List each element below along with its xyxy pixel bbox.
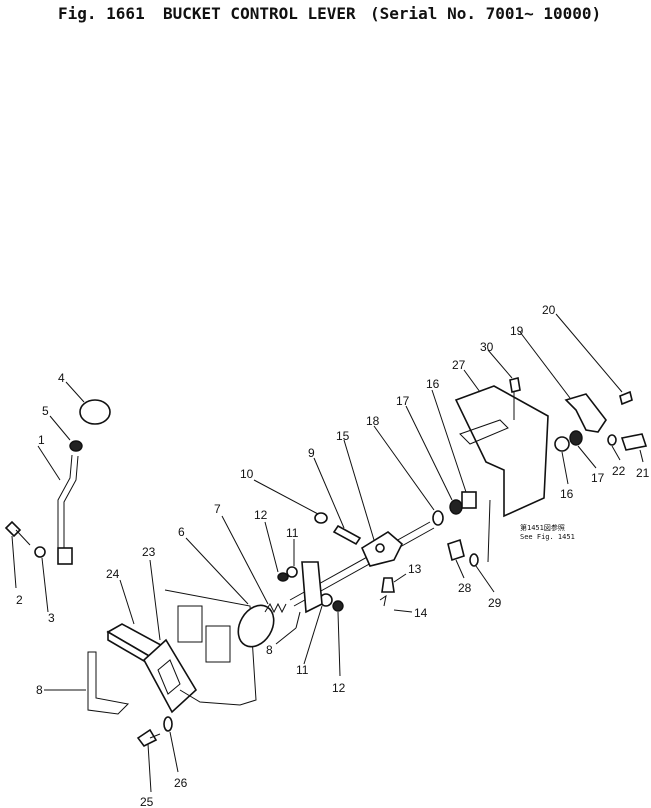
washer (34, 546, 46, 558)
bolt-head (4, 520, 22, 538)
grease-fitting (314, 512, 328, 524)
callout-28: 28 (458, 581, 472, 595)
nut-11-upper (286, 566, 298, 578)
lever-clevis (57, 547, 73, 565)
ring-17-right (569, 430, 583, 446)
washer-26 (163, 716, 173, 732)
callout-labels: 1 2 3 4 5 6 7 8 8 9 10 11 11 12 12 13 14… (16, 303, 650, 808)
callout-5: 5 (42, 404, 49, 418)
callout-19: 19 (510, 324, 524, 338)
cotter-pin (379, 594, 387, 607)
nut (69, 440, 83, 452)
callout-22: 22 (612, 464, 626, 478)
nut-12-upper (277, 572, 289, 582)
leader-lines (11, 313, 644, 793)
seal-boot (142, 638, 198, 714)
pin (332, 524, 362, 546)
callout-11-upper: 11 (286, 526, 299, 540)
callout-16-upper: 16 (426, 377, 440, 391)
nut-12-lower (332, 600, 344, 612)
callout-27: 27 (452, 358, 466, 372)
bushing-16 (461, 491, 477, 509)
ring-17 (449, 499, 463, 515)
callout-4: 4 (58, 371, 65, 385)
washer-29 (469, 553, 479, 567)
callout-9: 9 (308, 446, 315, 460)
seal-slot (157, 659, 181, 695)
bolt-25 (136, 728, 158, 748)
bolt-25-shank (149, 733, 161, 739)
bolt-shank (15, 529, 31, 546)
arm-19 (564, 393, 607, 433)
figure-title: Fig. 1661 BUCKET CONTROL LEVER (Serial N… (0, 0, 651, 26)
callout-23: 23 (142, 545, 156, 559)
mounting-bracket (454, 385, 549, 518)
callout-12-lower: 12 (332, 681, 346, 695)
callout-21: 21 (636, 466, 650, 480)
control-lever (57, 454, 79, 561)
bolt-28 (447, 538, 465, 562)
callout-1: 1 (38, 433, 45, 447)
callout-17-right: 17 (591, 471, 605, 485)
yoke-lever (301, 561, 323, 614)
bushing-16-right (554, 436, 570, 452)
parts-drawing (4, 377, 648, 748)
callout-16-right: 16 (560, 487, 574, 501)
spring (264, 602, 287, 614)
floor-panel (164, 589, 257, 706)
serial-range: (Serial No. 7001~ 10000) (370, 4, 602, 23)
callout-12-upper: 12 (254, 508, 268, 522)
figure-name: BUCKET CONTROL LEVER (163, 4, 356, 23)
callout-30: 30 (480, 340, 494, 354)
callout-13: 13 (408, 562, 422, 576)
limit-switch (509, 377, 521, 393)
dust-disc (237, 604, 275, 648)
callout-3: 3 (48, 611, 55, 625)
note-line-1: 第1451図参照 (520, 523, 565, 532)
note-line-2: See Fig. 1451 (520, 533, 575, 541)
panel-hole-1 (177, 605, 203, 643)
cap-20 (619, 390, 633, 406)
callout-11-lower: 11 (296, 663, 309, 677)
callout-26: 26 (174, 776, 188, 790)
panel-hole-2 (205, 625, 231, 663)
bolt-21 (620, 433, 648, 451)
callout-8-rod: 8 (36, 683, 43, 697)
callout-14: 14 (414, 606, 428, 620)
lower-rod (87, 651, 130, 715)
callout-24: 24 (106, 567, 120, 581)
callout-2: 2 (16, 593, 23, 607)
callout-29: 29 (488, 596, 502, 610)
callout-20: 20 (542, 303, 556, 317)
washer-22 (607, 434, 617, 446)
cross-reference-note: 第1451図参照 See Fig. 1451 (520, 523, 575, 541)
bracket-arm (459, 419, 509, 445)
callout-15: 15 (336, 429, 350, 443)
callout-6: 6 (178, 525, 185, 539)
callout-18: 18 (366, 414, 380, 428)
callout-17-upper: 17 (396, 394, 410, 408)
washer-18 (432, 510, 444, 526)
callout-7: 7 (214, 502, 221, 516)
callout-8-shaft: 8 (266, 643, 273, 657)
callout-10: 10 (240, 467, 254, 481)
knob (79, 399, 111, 425)
callout-25: 25 (140, 795, 154, 808)
figure-number: Fig. 1661 (58, 4, 145, 23)
fitting-13 (381, 577, 395, 593)
